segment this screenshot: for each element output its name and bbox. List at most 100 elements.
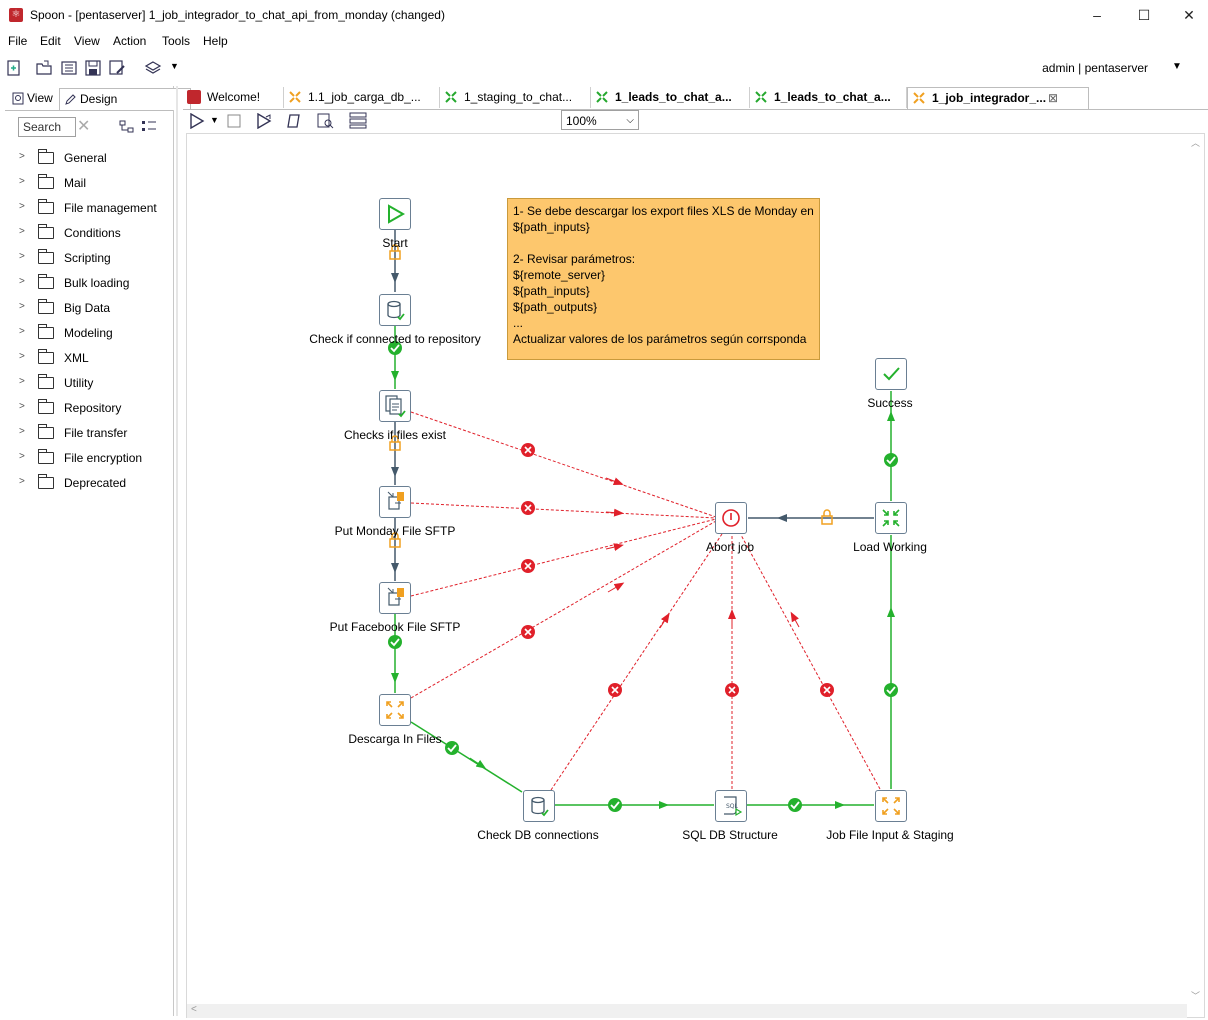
category-modeling[interactable]: >Modeling [19,324,113,340]
menu-help[interactable]: Help [203,34,228,48]
category-xml[interactable]: >XML [19,349,89,365]
put-monday-entry[interactable] [379,486,411,518]
category-file-management[interactable]: >File management [19,199,157,215]
stop-icon[interactable] [226,113,242,129]
explore-repository-icon[interactable] [60,59,78,77]
close-button[interactable]: ✕ [1183,7,1195,23]
server-info: admin | pentaserver [1042,61,1148,75]
run-replay-icon[interactable] [256,113,274,129]
layers-icon[interactable] [144,59,162,77]
search-input[interactable]: Search [18,117,76,137]
folder-icon [38,299,54,314]
tab-job-integrador[interactable]: 1_job_integrador_... ⊠ [907,87,1089,109]
descarga-entry[interactable] [379,694,411,726]
open-folder-icon[interactable] [35,59,53,77]
scroll-up-icon[interactable]: ︿ [1191,138,1201,148]
chevron-right-icon: > [19,376,25,387]
category-repository[interactable]: >Repository [19,399,122,415]
job-icon [289,91,301,103]
category-big-data[interactable]: >Big Data [19,299,111,315]
run-icon[interactable] [189,113,205,129]
category-scripting[interactable]: >Scripting [19,249,111,265]
new-file-icon[interactable] [5,59,23,77]
success-badges [388,341,898,812]
job-file-entry[interactable] [875,790,907,822]
tab-job-carga-db[interactable]: 1.1_job_carga_db_... [284,87,440,108]
error-hops[interactable] [410,411,881,791]
category-utility[interactable]: >Utility [19,374,94,390]
category-bulk-loading[interactable]: >Bulk loading [19,274,130,290]
success-entry[interactable] [875,358,907,390]
tab-leads-to-chat-1[interactable]: 1_leads_to_chat_a... [591,87,750,108]
panel-divider[interactable] [176,86,178,1016]
chevron-right-icon: > [19,276,25,287]
abort-entry[interactable] [715,502,747,534]
sql-db-label: SQL DB Structure [682,828,778,842]
chevron-right-icon: > [19,426,25,437]
pencil-icon [65,94,76,105]
chevron-right-icon: > [19,351,25,362]
category-conditions[interactable]: >Conditions [19,224,121,240]
canvas-toolbar: ▼ 100%⌵ [183,110,1208,134]
chevron-right-icon: > [19,251,25,262]
menu-view[interactable]: View [74,34,100,48]
success-label: Success [867,396,913,410]
clear-search-icon[interactable]: ✕ [77,118,91,135]
menu-action[interactable]: Action [113,34,147,48]
check-repo-entry[interactable] [379,294,411,326]
sql-icon[interactable] [349,112,367,129]
sql-script-icon: SQL [724,796,743,817]
start-entry[interactable] [379,198,411,230]
load-working-label: Load Working [853,540,927,554]
tab-view[interactable]: View [7,88,61,109]
run-dropdown-icon[interactable]: ▼ [210,115,219,125]
tab-design[interactable]: Design [59,88,191,110]
save-as-icon[interactable] [108,59,126,77]
menu-tools[interactable]: Tools [162,34,191,48]
transformation-icon [755,91,767,103]
save-icon[interactable] [84,59,102,77]
sql-db-entry[interactable]: SQL [715,790,747,822]
category-mail[interactable]: >Mail [19,174,87,190]
close-tab-icon[interactable]: ⊠ [1048,91,1059,105]
sftp-put-icon [387,491,404,510]
minimize-button[interactable]: – [1093,7,1101,23]
scroll-down-icon[interactable]: ﹀ [1191,991,1201,1001]
canvas-note[interactable]: 1- Se debe descargar los export files XL… [507,198,820,360]
hop-descarga-to-check-db[interactable] [410,721,523,793]
menu-file[interactable]: File [8,34,28,48]
check-db-entry[interactable] [523,790,555,822]
category-general[interactable]: >General [19,149,107,165]
spoon-icon: ⚛ [9,8,23,22]
tab-welcome[interactable]: Welcome! [183,87,284,108]
checks-files-label: Checks if files exist [343,428,447,442]
checks-files-entry[interactable] [379,390,411,422]
error-badges [521,443,834,697]
horizontal-scrollbar[interactable]: < [187,1004,1187,1018]
transformation-icon [596,91,608,103]
category-deprecated[interactable]: >Deprecated [19,474,127,490]
tab-staging-to-chat[interactable]: 1_staging_to_chat... [440,87,591,108]
job-file-label: Job File Input & Staging [826,828,954,842]
put-facebook-entry[interactable] [379,582,411,614]
maximize-button[interactable]: ☐ [1137,7,1151,23]
check-job-icon[interactable] [287,113,303,129]
chevron-down-icon: ⌵ [626,115,634,126]
menu-edit[interactable]: Edit [40,34,61,48]
category-file-encryption[interactable]: >File encryption [19,449,143,465]
tab-leads-to-chat-2[interactable]: 1_leads_to_chat_a... [750,87,907,108]
collapse-all-icon[interactable] [141,120,157,134]
folder-icon [38,249,54,264]
chevron-right-icon: > [19,451,25,462]
server-dropdown-icon[interactable]: ▼ [1172,61,1182,72]
layers-dropdown-icon[interactable]: ▼ [170,61,179,71]
vertical-scrollbar[interactable]: ︿ ﹀ [1189,134,1203,1004]
category-file-transfer[interactable]: >File transfer [19,424,128,440]
job-icon [882,797,900,815]
zoom-select[interactable]: 100%⌵ [561,110,639,130]
expand-all-icon[interactable] [119,120,135,134]
analyze-impact-icon[interactable] [317,113,335,129]
load-working-entry[interactable] [875,502,907,534]
scroll-left-icon[interactable]: < [191,1004,197,1015]
